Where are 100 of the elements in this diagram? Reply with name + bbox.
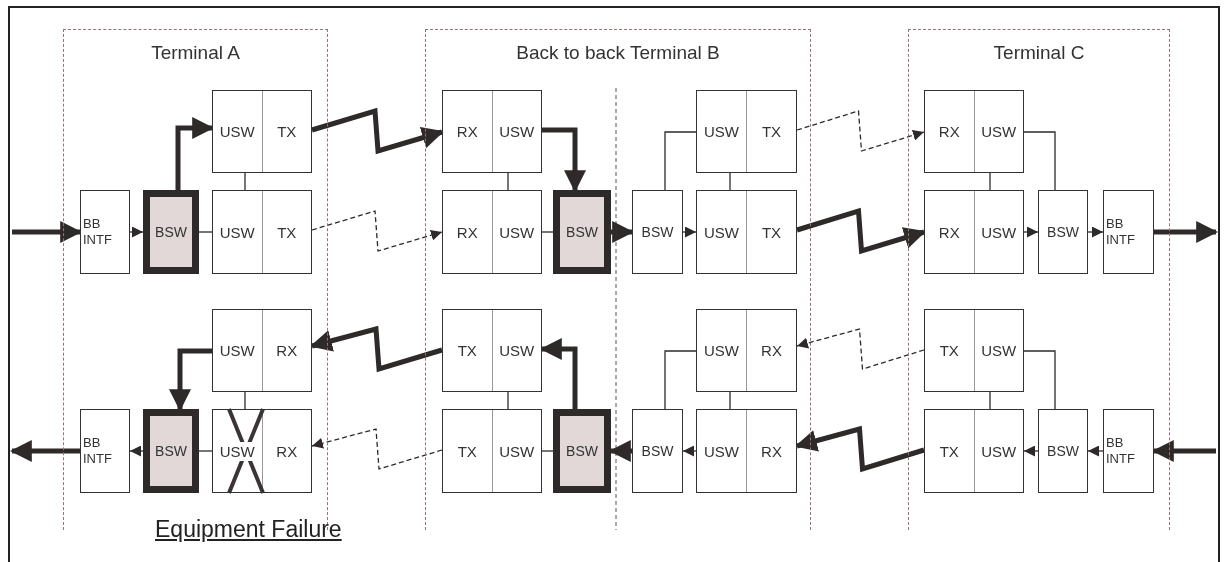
unit-label: BSW xyxy=(640,222,675,242)
unit-label: TX xyxy=(261,191,311,273)
arrow xyxy=(9,440,80,462)
unit-box xyxy=(212,190,312,274)
terminal-title: Terminal C xyxy=(992,42,1086,64)
active-switch-box xyxy=(553,409,611,493)
arrow xyxy=(682,445,697,457)
unit-box xyxy=(442,190,542,274)
unit-label: BSW xyxy=(1046,441,1080,461)
unit-label: USW xyxy=(973,91,1023,172)
unit-label: BSW xyxy=(565,222,599,242)
connector-line xyxy=(198,450,213,452)
unit-label: TX xyxy=(456,341,478,361)
unit-label: RX xyxy=(455,222,479,243)
connector-line xyxy=(664,131,697,191)
unit-label: USW xyxy=(703,122,740,142)
connector-line xyxy=(244,172,246,191)
unit-label: TX xyxy=(746,91,796,172)
unit-label: USW xyxy=(491,410,541,492)
unit-label: RX xyxy=(746,410,796,492)
unit-label: BSW xyxy=(565,441,599,461)
unit-box xyxy=(924,309,1024,392)
connector-line xyxy=(507,391,509,410)
unit-label: RX xyxy=(261,410,311,492)
unit-label: BB INTF xyxy=(1105,215,1136,249)
switch-box xyxy=(632,190,683,274)
unit-box xyxy=(696,309,797,392)
terminal-title: Back to back Terminal B xyxy=(515,42,721,64)
connector-line xyxy=(507,172,509,191)
unit-label: TX xyxy=(746,191,796,273)
unit-label: BSW xyxy=(640,441,675,461)
terminal-region xyxy=(908,29,1170,530)
unit-label: TX xyxy=(261,91,311,172)
unit-label: RX xyxy=(455,122,479,142)
terminal-region xyxy=(425,29,811,530)
unit-label: USW xyxy=(218,222,256,243)
unit-label: USW xyxy=(973,191,1023,273)
unit-label: USW xyxy=(491,91,541,172)
unit-label: RX xyxy=(261,310,311,391)
unit-label: BB INTF xyxy=(1105,434,1136,468)
unit-box xyxy=(442,309,542,392)
switch-box xyxy=(80,409,130,493)
arrow xyxy=(129,226,144,238)
active-switch-box xyxy=(143,409,199,493)
unit-label: TX xyxy=(938,341,960,361)
connector-line xyxy=(244,391,246,410)
connector-line xyxy=(989,391,991,410)
unit-box xyxy=(924,90,1024,173)
switch-box xyxy=(80,190,130,274)
unit-box xyxy=(696,190,797,274)
unit-label: BSW xyxy=(1046,222,1080,242)
failure-note: Equipment Failure xyxy=(155,516,342,543)
terminal-title: Terminal A xyxy=(150,42,241,64)
unit-label: BB INTF xyxy=(82,215,113,249)
unit-label: USW xyxy=(217,441,257,461)
switch-box xyxy=(632,409,683,493)
unit-label: BSW xyxy=(154,222,188,242)
arrow xyxy=(1087,445,1104,457)
arrow xyxy=(1154,221,1219,243)
unit-box xyxy=(696,409,797,493)
switch-box xyxy=(1103,409,1154,493)
connector-line xyxy=(729,172,731,191)
arrow xyxy=(796,110,925,152)
unit-box xyxy=(442,90,542,173)
connector-line xyxy=(1023,131,1056,191)
connector-line xyxy=(1023,350,1056,410)
unit-label: TX xyxy=(938,441,960,462)
unit-label: USW xyxy=(973,410,1023,492)
unit-box xyxy=(696,90,797,173)
arrow xyxy=(682,226,697,238)
unit-label: USW xyxy=(491,310,541,391)
arrow xyxy=(1087,226,1104,238)
arrow xyxy=(311,428,443,470)
unit-label: USW xyxy=(703,222,740,243)
arrow xyxy=(129,445,144,457)
connector-line xyxy=(541,450,554,452)
unit-box xyxy=(924,409,1024,493)
unit-label: BB INTF xyxy=(82,434,113,468)
active-switch-box xyxy=(553,190,611,274)
unit-label: RX xyxy=(937,222,961,243)
unit-box xyxy=(212,90,312,173)
unit-label: USW xyxy=(973,310,1023,391)
connector-line xyxy=(729,391,731,410)
arrow xyxy=(1023,226,1039,238)
unit-label: TX xyxy=(456,441,478,462)
arrow xyxy=(796,328,925,370)
unit-box xyxy=(212,409,312,493)
unit-label: USW xyxy=(218,341,256,361)
unit-box xyxy=(442,409,542,493)
connector-line xyxy=(198,231,213,233)
unit-label: USW xyxy=(218,122,256,142)
arrow xyxy=(311,210,443,252)
unit-label: RX xyxy=(746,310,796,391)
switch-box xyxy=(1038,190,1088,274)
unit-label: USW xyxy=(491,191,541,273)
active-switch-box xyxy=(143,190,199,274)
unit-label: USW xyxy=(703,341,740,361)
unit-box xyxy=(924,190,1024,274)
switch-box xyxy=(1038,409,1088,493)
connector-line xyxy=(664,350,697,410)
